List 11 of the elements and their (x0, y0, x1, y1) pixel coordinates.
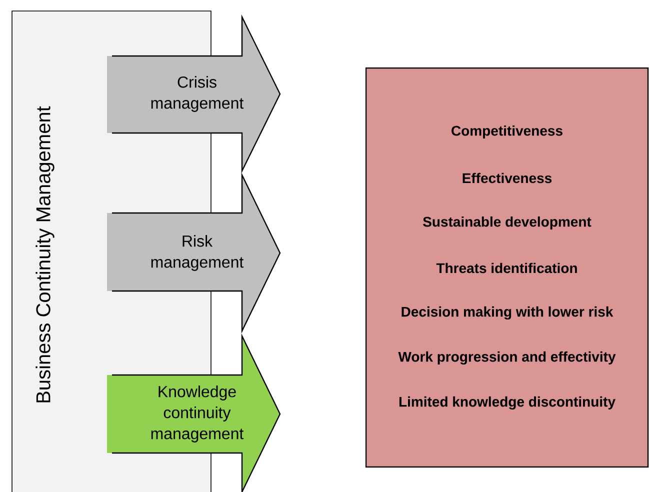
benefit-text: Effectiveness (462, 172, 552, 184)
benefit-text: Work progression and effectivity (398, 351, 616, 365)
benefits-box (365, 67, 649, 468)
process-step-box: Crisis management (107, 14, 281, 174)
benefit-text: Threats identification (436, 262, 577, 274)
benefit-text: Decision making with lower risk (402, 306, 614, 320)
process-step-box: Risk management (107, 172, 281, 334)
process-step-box: Knowledge continuity management (107, 333, 281, 492)
benefit-text: Limited knowledge discontinuity (399, 396, 616, 410)
benefit-text: Sustainable development (423, 216, 592, 230)
benefit-text: Competitiveness (452, 125, 562, 138)
